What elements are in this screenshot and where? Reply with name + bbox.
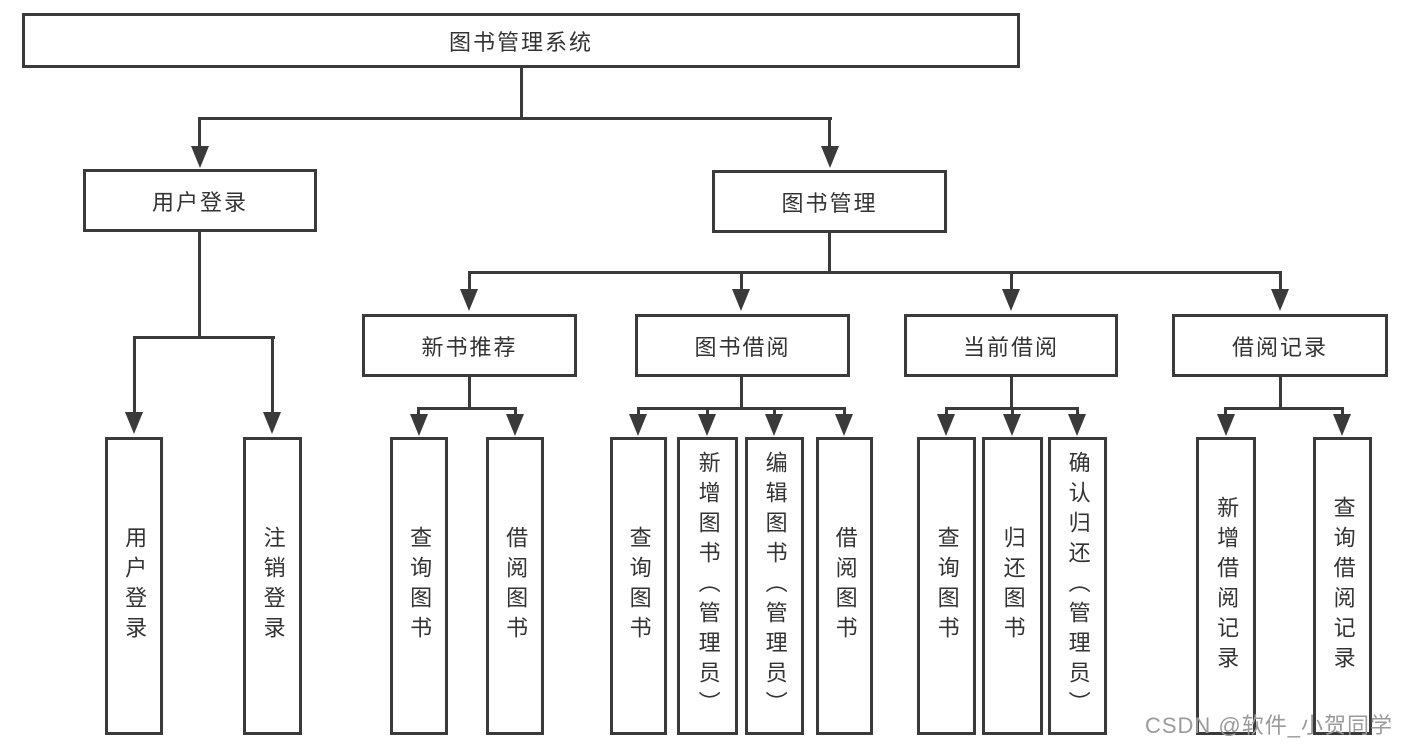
connector-drop: [945, 407, 948, 416]
node-label: 用户登录: [122, 526, 148, 646]
connector-drop: [417, 407, 420, 416]
connector-drop: [133, 336, 136, 412]
node-label: 图书管理: [781, 190, 878, 216]
node-leaf-user-login: 用户登录: [105, 437, 163, 735]
node-label: 借阅图书: [832, 526, 858, 646]
node-label: 查询图书: [626, 526, 652, 646]
node-new-book-recommendation: 新书推荐: [362, 314, 577, 377]
node-label: 确认归还（管理员）: [1065, 451, 1091, 721]
connector-drop: [740, 271, 743, 291]
arrowhead-icon: [263, 412, 281, 434]
node-label: 新书推荐: [421, 334, 518, 360]
connector-drop: [198, 117, 201, 147]
node-label: 查询借阅记录: [1330, 496, 1356, 676]
connector-drop: [637, 407, 640, 416]
connector-stem: [1010, 377, 1013, 407]
node-leaf-query-borrow-record: 查询借阅记录: [1313, 437, 1372, 735]
node-user-login: 用户登录: [83, 169, 317, 232]
node-leaf-add-books-admin: 新增图书（管理员）: [677, 437, 738, 735]
arrowhead-icon: [629, 414, 647, 436]
connector-user-login-crossbar: [133, 336, 275, 339]
node-leaf-query-books-borrowing: 查询图书: [610, 437, 667, 735]
connector-stem: [740, 377, 743, 407]
connector-drop: [1341, 407, 1344, 416]
node-label: 新增借阅记录: [1214, 496, 1240, 676]
node-label: 图书管理系统: [448, 29, 593, 55]
connector-drop: [1224, 407, 1227, 416]
connector-stem: [468, 377, 471, 407]
arrowhead-icon: [821, 146, 839, 168]
node-leaf-logout: 注销登录: [243, 437, 302, 735]
arrowhead-icon: [765, 414, 783, 436]
node-label: 图书借阅: [694, 334, 791, 360]
node-label: 借阅记录: [1231, 334, 1328, 360]
node-label: 借阅图书: [503, 526, 529, 646]
connector-root-crossbar: [198, 117, 832, 120]
arrowhead-icon: [1271, 289, 1289, 311]
node-label: 新增图书（管理员）: [695, 451, 721, 721]
node-label: 查询图书: [407, 526, 433, 646]
arrowhead-icon: [937, 414, 955, 436]
arrowhead-icon: [460, 289, 478, 311]
node-library-management-system: 图书管理系统: [22, 13, 1020, 68]
connector-drop: [1076, 407, 1079, 416]
connector-drop: [1011, 407, 1014, 416]
node-label: 归还图书: [1000, 526, 1026, 646]
connector-drop: [773, 407, 776, 416]
connector-drop: [514, 407, 517, 416]
arrowhead-icon: [506, 414, 524, 436]
connector-crossbar: [637, 407, 846, 410]
arrowhead-icon: [1003, 414, 1021, 436]
arrowhead-icon: [1217, 414, 1235, 436]
connector-crossbar: [1224, 407, 1344, 410]
node-leaf-borrow-books-borrowing: 借阅图书: [816, 437, 873, 735]
node-leaf-edit-books-admin: 编辑图书（管理员）: [745, 437, 804, 735]
connector-drop: [843, 407, 846, 416]
arrowhead-icon: [698, 414, 716, 436]
node-leaf-query-books-current: 查询图书: [917, 437, 976, 735]
connector-book-management-crossbar: [468, 271, 1282, 274]
node-label: 注销登录: [260, 526, 286, 646]
connector-root-stem: [520, 68, 523, 117]
node-leaf-borrow-books-recommend: 借阅图书: [486, 437, 544, 735]
arrowhead-icon: [1068, 414, 1086, 436]
connector-drop: [271, 336, 274, 412]
arrowhead-icon: [732, 289, 750, 311]
csdn-watermark: CSDN @软件_小贺同学: [1144, 713, 1393, 738]
arrowhead-icon: [410, 414, 428, 436]
connector-user-login-stem: [198, 232, 201, 336]
node-leaf-add-borrow-record: 新增借阅记录: [1196, 437, 1256, 735]
connector-book-management-stem: [828, 233, 831, 271]
connector-drop: [468, 271, 471, 291]
connector-drop: [828, 117, 831, 147]
node-label: 查询图书: [934, 526, 960, 646]
node-borrowing-records: 借阅记录: [1172, 314, 1388, 377]
node-leaf-return-books: 归还图书: [982, 437, 1043, 735]
node-book-borrowing: 图书借阅: [635, 314, 850, 377]
connector-drop: [1279, 271, 1282, 291]
arrowhead-icon: [1002, 289, 1020, 311]
arrowhead-icon: [835, 414, 853, 436]
node-leaf-confirm-return-admin: 确认归还（管理员）: [1048, 437, 1107, 735]
arrowhead-icon: [191, 146, 209, 168]
connector-drop: [1010, 271, 1013, 291]
node-leaf-query-books-recommend: 查询图书: [390, 437, 448, 735]
connector-drop: [706, 407, 709, 416]
connector-crossbar: [417, 407, 517, 410]
node-label: 编辑图书（管理员）: [762, 451, 788, 721]
node-book-management: 图书管理: [712, 170, 947, 233]
arrowhead-icon: [125, 412, 143, 434]
node-label: 当前借阅: [962, 334, 1059, 360]
connector-stem: [1279, 377, 1282, 407]
node-current-borrowing: 当前借阅: [904, 314, 1118, 377]
arrowhead-icon: [1333, 414, 1351, 436]
node-label: 用户登录: [151, 189, 248, 215]
